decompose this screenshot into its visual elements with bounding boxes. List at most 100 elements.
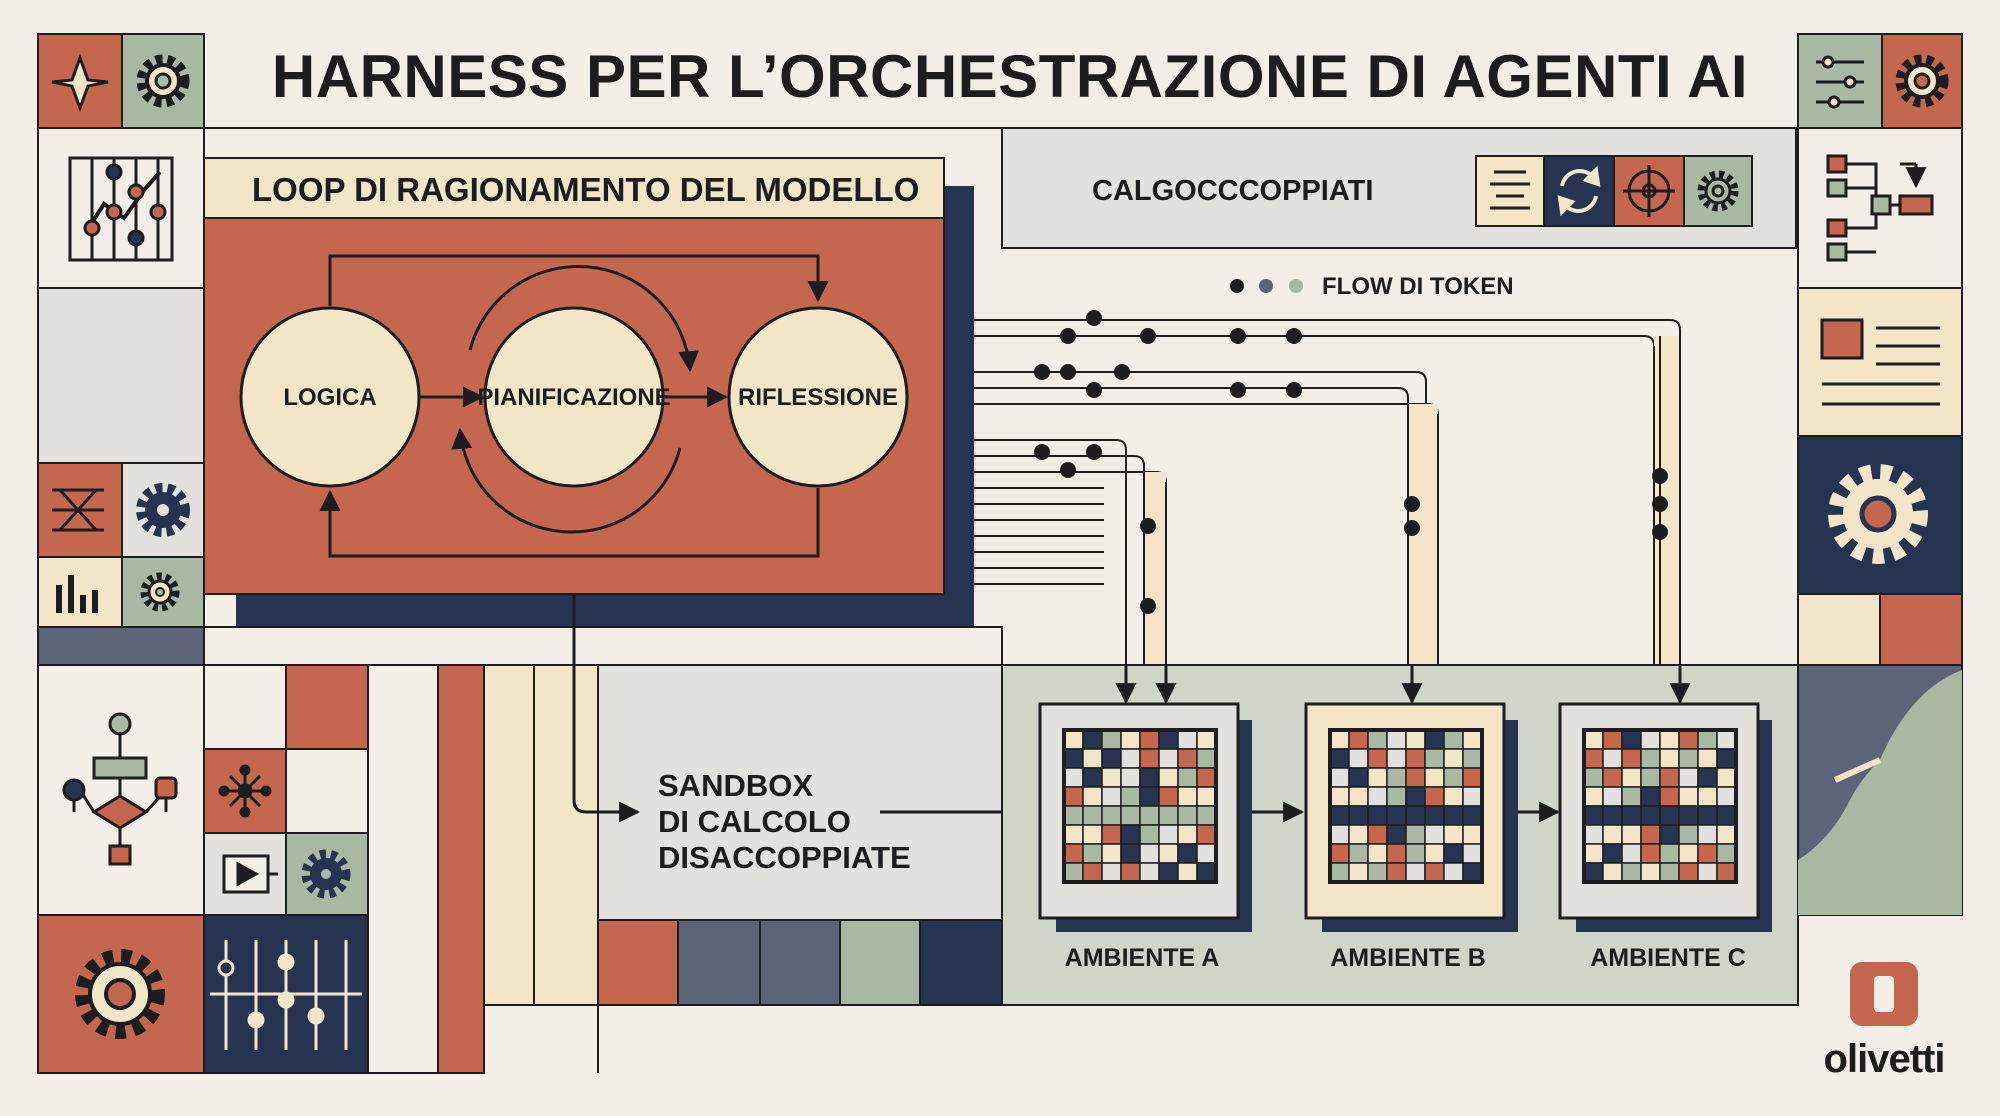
environment-cell: [1082, 843, 1103, 864]
environment-cell: [1101, 786, 1122, 807]
environment-cell: [1367, 729, 1388, 750]
environment-cell: [1196, 824, 1217, 845]
environment-cell: [1101, 824, 1122, 845]
environment-cell: [1602, 862, 1623, 883]
environment-cell: [1101, 729, 1122, 750]
environment-cell: [1329, 748, 1350, 769]
environment-cell: [1640, 805, 1661, 826]
environment-cell: [1139, 805, 1160, 826]
environment-cell: [1158, 729, 1179, 750]
environment-cell: [1716, 729, 1737, 750]
environment-cell: [1367, 786, 1388, 807]
coupled-panel-label: CALGOCCCOPPIATI: [1092, 175, 1373, 207]
flowchart-icon: [62, 712, 178, 866]
environment-cell: [1462, 786, 1483, 807]
environment-cell: [1196, 843, 1217, 864]
sandbox-line-1: SANDBOX: [658, 768, 813, 803]
sandbox-label: SANDBOX DI CALCOLO DISACCOPPIATE: [658, 768, 911, 875]
environment-cell: [1424, 786, 1445, 807]
environment-cell: [1120, 729, 1141, 750]
environment-cell: [1158, 862, 1179, 883]
environment-cell: [1063, 748, 1084, 769]
environment-cell: [1082, 767, 1103, 788]
olivetti-logo: olivetti: [1824, 962, 1945, 1081]
environment-cell: [1443, 843, 1464, 864]
logic-node: [239, 306, 421, 488]
environment-cell: [1196, 729, 1217, 750]
environment-cell: [1139, 786, 1160, 807]
environment-cell: [1139, 843, 1160, 864]
env-c-label: AMBIENTE C: [1590, 944, 1746, 972]
environment-cell: [1386, 862, 1407, 883]
environment-cell: [1678, 748, 1699, 769]
environment-cell: [1583, 767, 1604, 788]
environment-cell: [1716, 805, 1737, 826]
environment-cell: [1177, 805, 1198, 826]
environment-cell: [1386, 748, 1407, 769]
left-tile-column: [37, 33, 205, 1074]
environment-cell: [1602, 729, 1623, 750]
sliders-chart-icon: [68, 156, 174, 262]
environment-cell: [1348, 767, 1369, 788]
environment-cell: [1697, 767, 1718, 788]
environment-cell: [1329, 824, 1350, 845]
environment-cell: [1329, 786, 1350, 807]
planning-node-label: PIANIFICAZIONE: [477, 384, 670, 411]
environment-cell: [1196, 862, 1217, 883]
environment-cell: [1583, 862, 1604, 883]
environment-cell: [1329, 729, 1350, 750]
env-arrows: [1115, 665, 1691, 823]
environment-cell: [1082, 729, 1103, 750]
gear-icon: [1828, 464, 1928, 564]
environment-cell: [1621, 767, 1642, 788]
environment-cell: [1177, 786, 1198, 807]
reflection-node: [727, 306, 909, 488]
environment-cell: [1678, 843, 1699, 864]
gear-icon: [75, 949, 165, 1039]
planning-node: [483, 306, 665, 488]
environment-cell: [1063, 729, 1084, 750]
environment-cell: [1716, 748, 1737, 769]
environment-cell: [1659, 748, 1680, 769]
play-video-icon: [222, 854, 278, 894]
environment-cell: [1583, 805, 1604, 826]
environment-cell: [1386, 824, 1407, 845]
environment-cell: [1158, 805, 1179, 826]
environment-cell: [1120, 824, 1141, 845]
environment-cell: [1602, 748, 1623, 769]
gear-icon: [136, 483, 190, 537]
loop-to-sandbox-arrow: [572, 594, 641, 823]
environment-cell: [1196, 767, 1217, 788]
environment-cell: [1348, 786, 1369, 807]
environment-cell: [1640, 862, 1661, 883]
environment-cell: [1697, 824, 1718, 845]
network-node-icon: [218, 764, 272, 818]
gear-icon: [301, 849, 351, 899]
gear-icon: [136, 54, 190, 108]
second-tile-column: [203, 664, 369, 1074]
environment-cell: [1348, 805, 1369, 826]
environment-cell: [1196, 786, 1217, 807]
scales-icon: [52, 488, 104, 532]
environment-cell: [1120, 805, 1141, 826]
environment-cell: [1621, 805, 1642, 826]
environment-cell: [1621, 824, 1642, 845]
environment-cell: [1063, 767, 1084, 788]
environment-cell: [1583, 824, 1604, 845]
environment-cell: [1101, 805, 1122, 826]
loop-header: LOOP DI RAGIONAMENTO DEL MODELLO: [252, 171, 919, 208]
sandbox-line-3: DISACCOPPIATE: [658, 840, 911, 875]
environment-cell: [1082, 862, 1103, 883]
brand-name: olivetti: [1824, 1037, 1945, 1081]
environment-cell: [1348, 862, 1369, 883]
environment-cell: [1678, 729, 1699, 750]
environment-cell: [1063, 843, 1084, 864]
environment-cell: [1443, 767, 1464, 788]
environment-cell: [1424, 805, 1445, 826]
abstract-shape: [1798, 670, 1962, 915]
environment-cell: [1063, 824, 1084, 845]
environment-cell: [1120, 767, 1141, 788]
environment-cell: [1139, 748, 1160, 769]
environment-cell: [1678, 786, 1699, 807]
environment-cell: [1329, 862, 1350, 883]
